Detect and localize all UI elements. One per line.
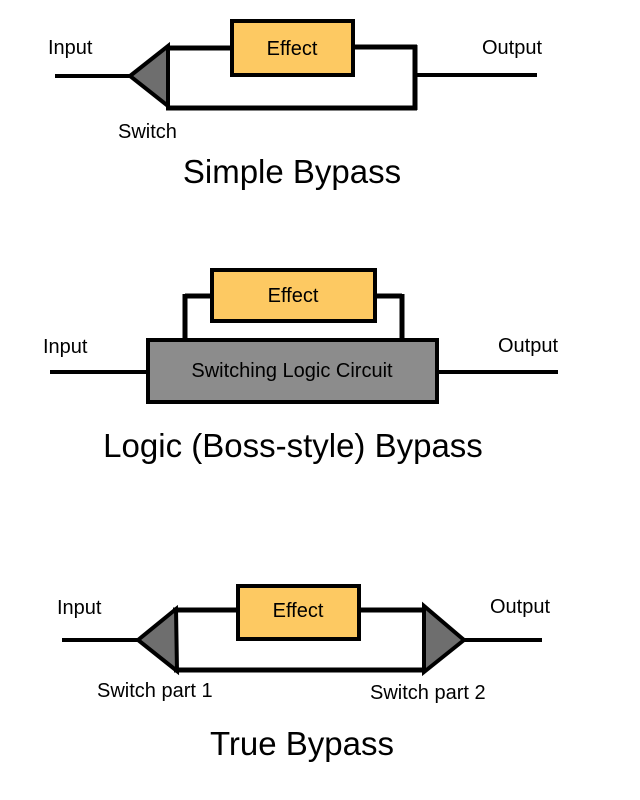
- true-bypass-diagram: [62, 584, 542, 677]
- logic-switching-box: [146, 338, 439, 404]
- simple-effect-label: Effect: [266, 38, 318, 60]
- logic-switching-label: Switching Logic Circuit: [191, 360, 393, 382]
- logic-input-label: Input: [43, 336, 88, 358]
- logic-effect-box: [210, 268, 377, 323]
- true-effect-box: [236, 584, 361, 641]
- true-input-label: Input: [57, 597, 102, 619]
- true-bypass-title: True Bypass: [209, 725, 395, 762]
- true-switch1-label: Switch part 1: [97, 680, 213, 702]
- simple-effect-box: [230, 19, 355, 77]
- logic-effect-label: Effect: [267, 285, 319, 307]
- logic-bypass-diagram: [50, 268, 558, 404]
- true-switch2-label: Switch part 2: [370, 682, 486, 704]
- true-effect-label: Effect: [272, 600, 324, 622]
- simple-bypass-diagram: [55, 19, 537, 111]
- logic-bypass-title: Logic (Boss-style) Bypass: [103, 427, 483, 464]
- simple-input-label: Input: [48, 37, 93, 59]
- simple-switch-triangle-icon: [126, 41, 170, 111]
- simple-output-label: Output: [482, 37, 543, 59]
- logic-output-label: Output: [498, 335, 559, 357]
- true-switch1-triangle-icon: [134, 604, 180, 676]
- true-switch2-triangle-icon: [422, 601, 468, 677]
- true-output-label: Output: [490, 596, 551, 618]
- simple-switch-label: Switch: [118, 121, 177, 143]
- simple-bypass-title: Simple Bypass: [182, 153, 402, 190]
